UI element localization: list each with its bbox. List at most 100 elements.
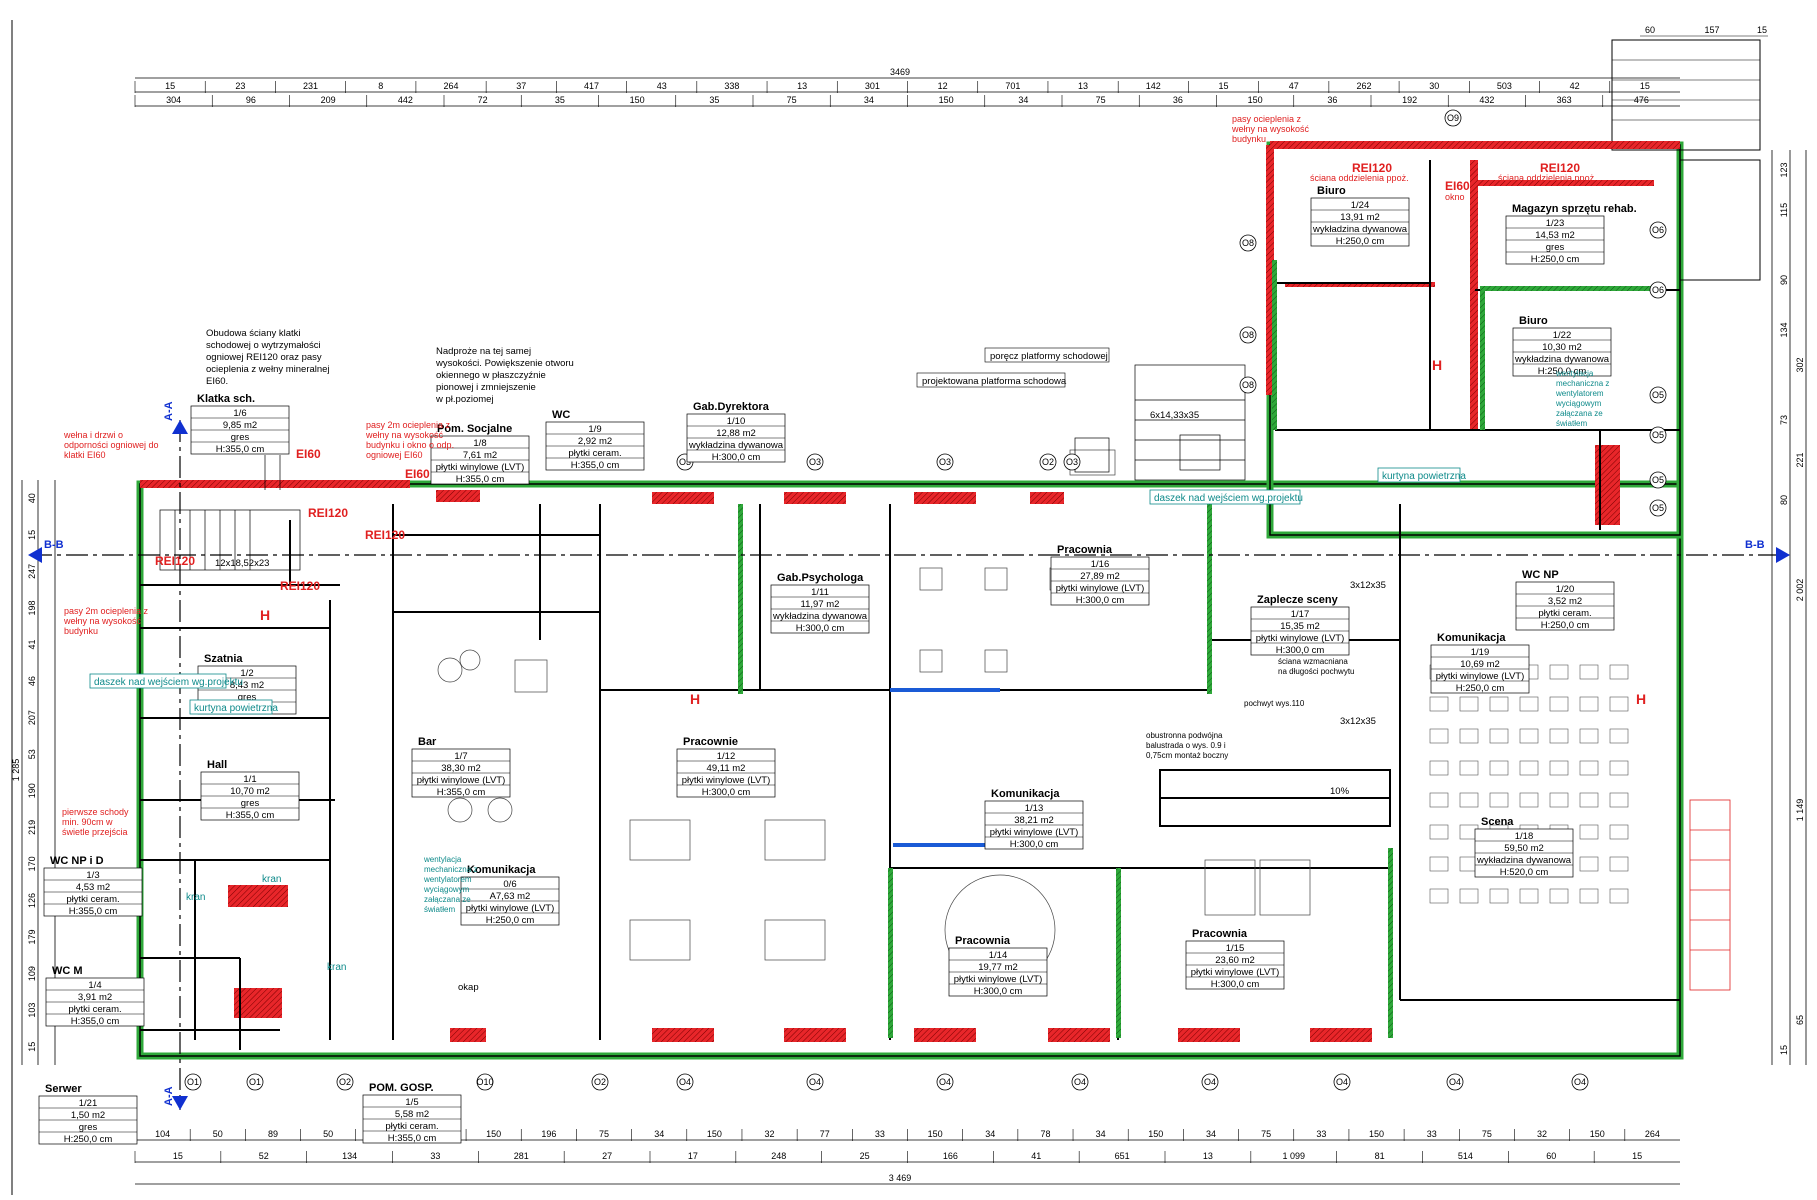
room-num: 1/10 (727, 416, 746, 427)
red-note: ogniowej EI60 (366, 450, 423, 460)
room-floor: wykładzina dywanowa (1514, 354, 1610, 365)
dimension-label: 150 (630, 95, 645, 105)
note-line: schodowej o wytrzymałości (206, 340, 321, 351)
window-tag: O2 (339, 1077, 351, 1087)
room-floor: płytki ceram. (68, 1004, 121, 1015)
dimension-label: 90 (1779, 275, 1789, 285)
dimension-label: 33 (875, 1129, 885, 1139)
room-area: 10,30 m2 (1542, 342, 1582, 353)
room-area: 38,30 m2 (441, 763, 481, 774)
dimension-label: 65 (1795, 1015, 1805, 1025)
seat (1579, 664, 1599, 680)
dimension-label: 43 (657, 81, 667, 91)
dimension-label: 338 (724, 81, 739, 91)
dimension-label: 442 (398, 95, 413, 105)
dimension-label: 33 (1316, 1129, 1326, 1139)
dimension-label: 47 (1289, 81, 1299, 91)
room-area: A7,63 m2 (490, 891, 531, 902)
room-name: Komunikacja (467, 864, 536, 876)
window-tag: O4 (1449, 1077, 1461, 1087)
room-floor: płytki ceram. (1538, 608, 1591, 619)
note-ventilation: wentylacja mechaniczna z wentylatorem wy… (423, 855, 477, 914)
section-bb-right: B-B (1745, 539, 1765, 551)
room-floor: wykładzina dywanowa (1476, 855, 1572, 866)
room-num: 1/23 (1546, 218, 1565, 229)
room-floor: gres (241, 798, 260, 809)
note-kran: kran (186, 892, 205, 903)
seat (1489, 760, 1509, 776)
room-height: H:355,0 cm (437, 787, 486, 798)
section-aa-top: A-A (163, 401, 175, 421)
room-floor: płytki winylowe (LVT) (954, 974, 1043, 985)
dimension-label: 126 (27, 893, 37, 908)
dimension-label: 157 (1704, 25, 1719, 35)
dimension-label: 37 (516, 81, 526, 91)
room-name: Pracownia (1057, 544, 1113, 556)
room-num: 1/8 (473, 438, 486, 449)
dimension-label: 247 (27, 564, 37, 579)
dimension-label: 192 (1402, 95, 1417, 105)
note-canopy-entry: daszek nad wejściem wg.projektu (1154, 493, 1303, 504)
dimension-label: 80 (1779, 495, 1789, 505)
red-note: ściana oddzielenia ppoż. (1498, 173, 1597, 183)
room-name: Pracownie (683, 736, 738, 748)
dimension-label: 417 (584, 81, 599, 91)
section-lines: B-B B-B A-A A-A (28, 401, 1790, 1110)
dimension-label: 514 (1458, 1151, 1473, 1161)
dimension-label: 25 (860, 1151, 870, 1161)
bottom-total-dim: 3 469 (889, 1173, 912, 1183)
window-tag: O8 (1242, 380, 1254, 390)
window-tag-circle (806, 453, 824, 471)
room-name: Komunikacja (1437, 632, 1506, 644)
dimension-label: 73 (1779, 415, 1789, 425)
dimension-label: 27 (602, 1151, 612, 1161)
room-num: 0/6 (503, 879, 516, 890)
room-name: Hall (207, 759, 227, 771)
dimension-label: 36 (1173, 95, 1183, 105)
dimension-label: 13 (1203, 1151, 1213, 1161)
dimension-label: 15 (1640, 81, 1650, 91)
room-height: H:250,0 cm (1538, 366, 1587, 377)
seat (1459, 792, 1479, 808)
stage-seating (1429, 664, 1629, 904)
note-canopy-left: daszek nad wejściem wg.projektu (94, 677, 243, 688)
note-balustrade: balustrada o wys. 0.9 i (1146, 741, 1226, 750)
dimension-label: 50 (323, 1129, 333, 1139)
window-tag-circle (1239, 326, 1257, 344)
room-height: H:300,0 cm (974, 986, 1023, 997)
seat (1549, 760, 1569, 776)
room-height: H:250,0 cm (1456, 683, 1505, 694)
dimension-label: 301 (865, 81, 880, 91)
room-height: H:355,0 cm (226, 810, 275, 821)
room-floor: gres (79, 1122, 98, 1133)
dimension-label: 1 149 (1795, 799, 1805, 822)
room-height: H:300,0 cm (1211, 979, 1260, 990)
furniture (437, 449, 1311, 986)
room-floor: płytki ceram. (568, 448, 621, 459)
h-mark: H (1636, 691, 1646, 707)
dimension-label: 34 (1018, 95, 1028, 105)
room-height: H:300,0 cm (1010, 839, 1059, 850)
dimension-label: 150 (486, 1129, 501, 1139)
fire-rating: EI60 (1445, 179, 1470, 193)
window-tag-circle (936, 1073, 954, 1091)
note-curtain-left: kurtyna powietrzna (194, 703, 278, 714)
room-height: H:355,0 cm (456, 474, 505, 485)
window-tag-circle (1333, 1073, 1351, 1091)
room-name: WC NP i D (50, 855, 104, 867)
seat (1459, 696, 1479, 712)
window-tag: O8 (1242, 238, 1254, 248)
window-tag-circle (806, 1073, 824, 1091)
seat (1579, 728, 1599, 744)
note-lintel: Nadproże na tej samej wysokości. Powięks… (435, 346, 574, 405)
